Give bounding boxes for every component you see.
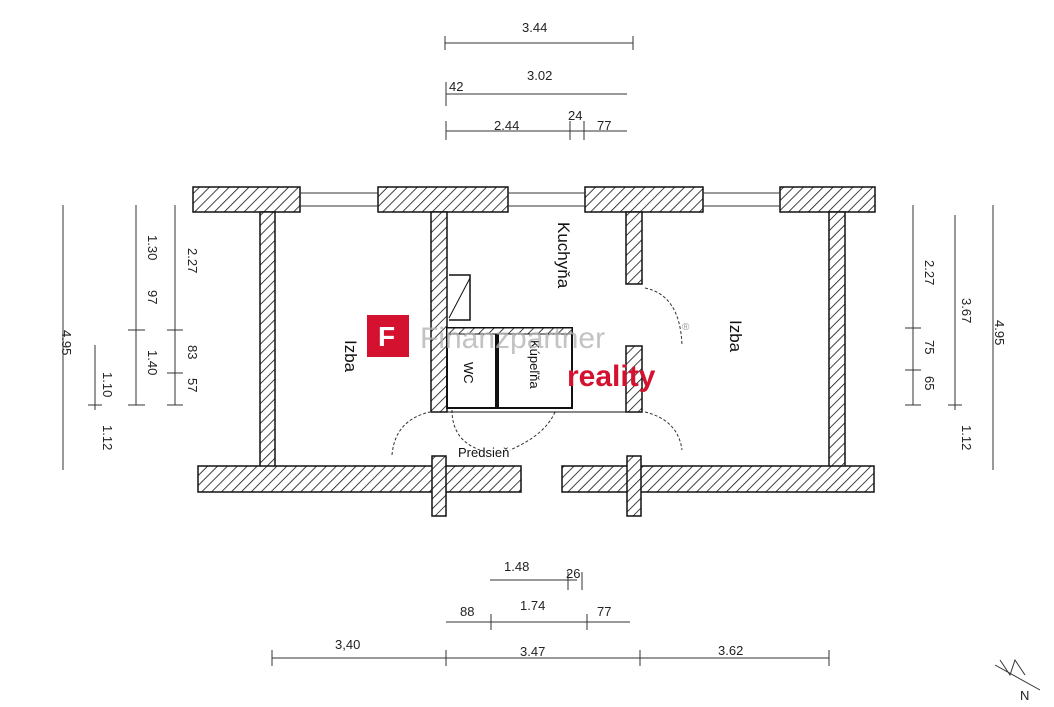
watermark-brand: Finanzpartner [420,322,605,355]
wall-stub-2 [626,455,642,517]
dim-right-b: 3.67 [959,298,974,323]
wall-bottom-1 [197,465,522,493]
watermark-sub: reality [567,360,656,393]
dims-bottom: 1.48 26 88 1.74 77 3,40 3.47 3.62 [271,559,830,666]
wall-right-outer [828,211,846,469]
label-wc: WC [461,362,476,384]
label-kupelna: Kúpeľňa [527,340,542,389]
wall-top-1 [192,186,301,213]
label-izba-right: Izba [726,320,745,353]
dim-top-seg-c: 77 [597,118,611,133]
dim-left-total: 4.95 [59,330,74,355]
dim-left-e: 1.12 [100,425,115,450]
windows-top [300,192,780,207]
doors [391,287,683,456]
dim-left-c: 1.40 [145,350,160,375]
wall-partition-2a [625,211,643,285]
north-arrow-icon: N [994,658,1041,703]
dim-top-mid-left: 42 [449,79,463,94]
dim-right-f: 1.12 [959,425,974,450]
wall-stub-1 [431,455,447,517]
dim-left-b: 97 [145,290,160,304]
room-labels: Izba Kuchyňa Izba WC Kúpeľňa Predsieň [341,222,745,460]
dim-right-e: 65 [922,376,937,390]
dim-left-f: 2.27 [185,248,200,273]
north-label: N [1020,688,1029,703]
dim-left-g: 83 [185,345,200,359]
wall-left-outer [259,211,276,469]
wall-partition-1 [430,211,448,413]
dim-top-mid: 3.02 [527,68,552,83]
wall-partition-2b [625,345,643,413]
watermark-logo-letter: F [378,321,395,352]
walls [192,186,876,517]
dim-top-seg-b: 24 [568,108,582,123]
dim-left-h: 57 [185,378,200,392]
dim-top-total: 3.44 [522,20,547,35]
dim-right-d: 75 [922,340,937,354]
label-kuchyna: Kuchyňa [554,222,573,289]
label-izba-left: Izba [341,340,360,373]
dim-bottom-c: 88 [460,604,474,619]
dims-right: 2.27 75 65 3.67 1.12 4.95 [905,205,1007,470]
wall-top-4 [779,186,876,213]
dims-top: 3.44 42 3.02 2.44 24 77 [444,20,634,140]
wall-top-3 [584,186,704,213]
dim-bottom-e: 77 [597,604,611,619]
watermark-logo-icon [367,315,409,357]
bath-block [446,327,573,409]
wall-top-2 [377,186,509,213]
dims-left: 4.95 1.30 97 1.40 1.10 1.12 2.27 83 57 [59,205,200,470]
dim-bottom-f: 3,40 [335,637,360,652]
label-predsien: Predsieň [458,445,509,460]
dim-bottom-d: 1.74 [520,598,545,613]
dim-bottom-h: 3.62 [718,643,743,658]
dim-bottom-g: 3.47 [520,644,545,659]
wall-bottom-2 [561,465,875,493]
dim-top-seg-a: 2.44 [494,118,519,133]
dim-right-a: 2.27 [922,260,937,285]
dim-left-a: 1.30 [145,235,160,260]
dim-left-d: 1.10 [100,372,115,397]
dim-bottom-a: 1.48 [504,559,529,574]
shaft [449,274,471,321]
watermark: F Finanzpartner ® reality [367,315,690,393]
watermark-reg: ® [682,322,690,333]
dim-bottom-b: 26 [566,566,580,581]
dim-right-c: 4.95 [992,320,1007,345]
bath-top-wall [446,327,573,335]
